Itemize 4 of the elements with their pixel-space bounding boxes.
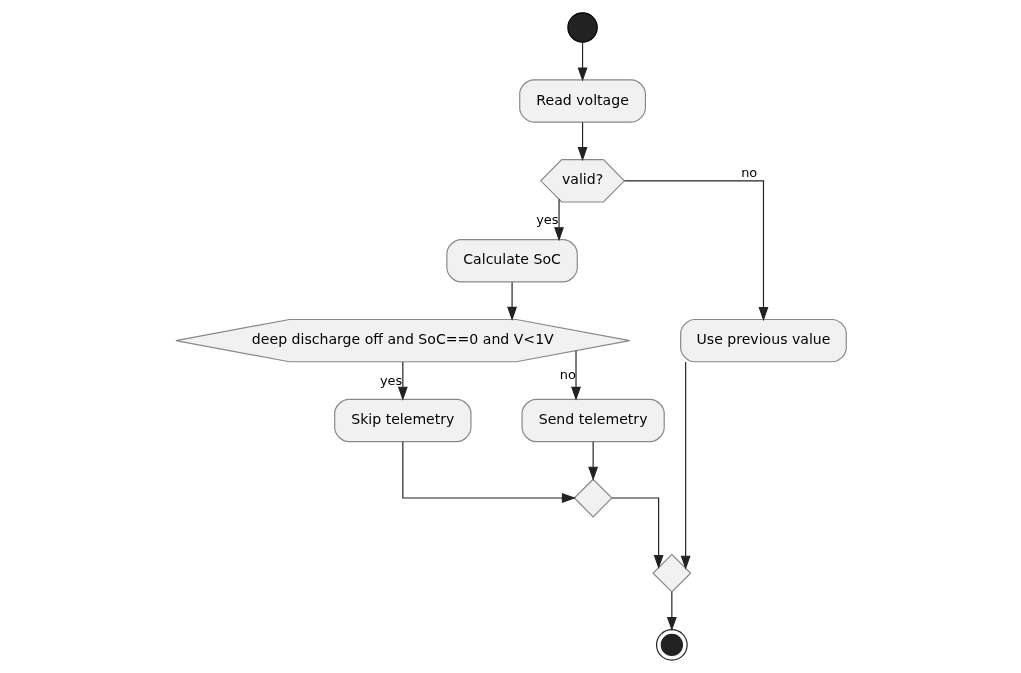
edge-label: no xyxy=(740,165,757,181)
edge-label: yes xyxy=(535,211,558,227)
edge-label: yes xyxy=(379,372,402,388)
edge-label: no xyxy=(559,367,576,383)
